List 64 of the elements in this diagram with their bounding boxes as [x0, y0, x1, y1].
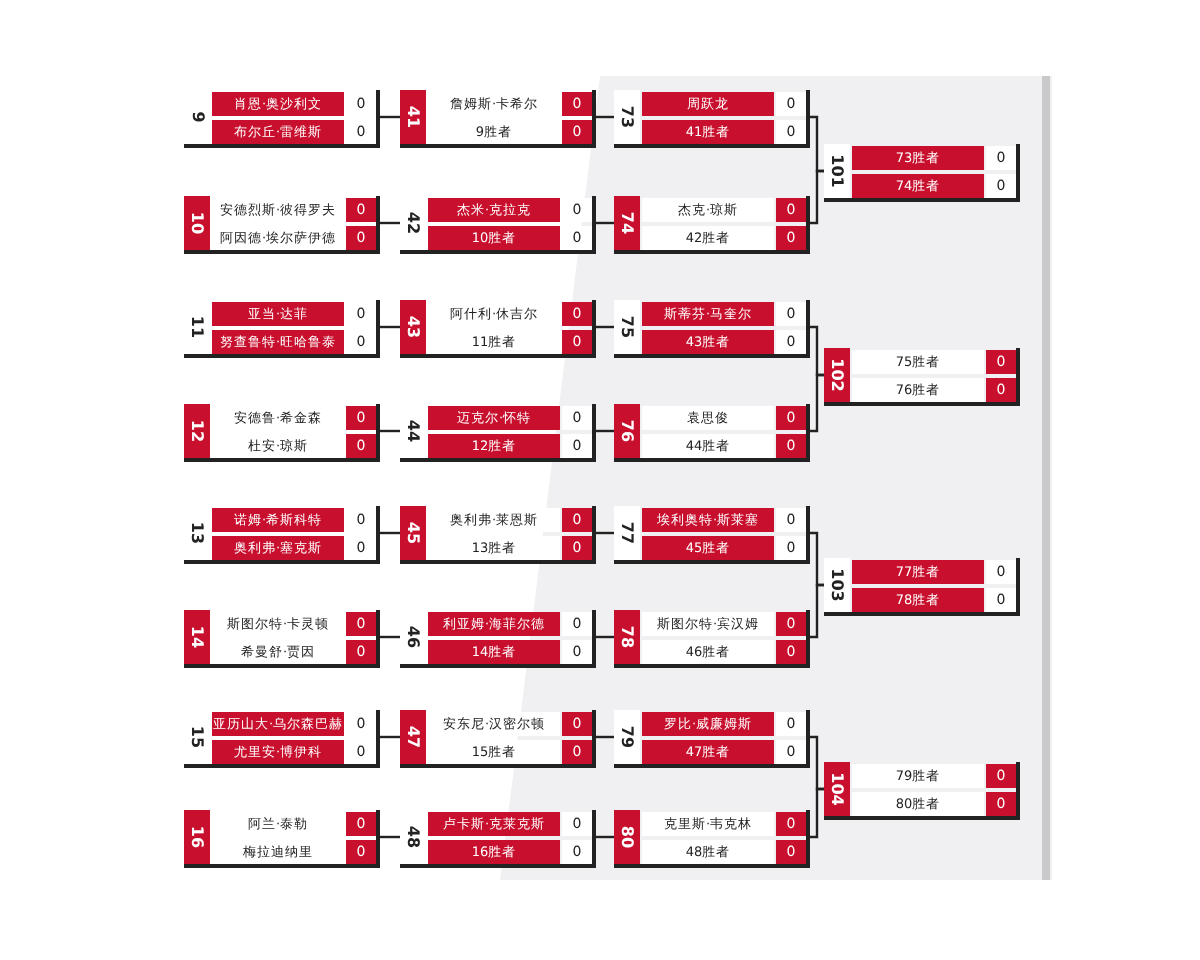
connector-line — [810, 583, 824, 639]
match-card — [614, 404, 810, 462]
match-number: 74 — [614, 196, 640, 250]
match-card — [184, 710, 380, 768]
match-number: 45 — [400, 506, 426, 560]
match-card — [400, 506, 596, 564]
match-card — [614, 610, 810, 668]
match-card — [400, 404, 596, 462]
connector-line — [380, 635, 400, 639]
match-number: 41 — [400, 90, 426, 144]
match-number: 79 — [614, 710, 640, 764]
match-number: 104 — [824, 762, 850, 816]
match-card — [184, 810, 380, 868]
connector-line — [810, 169, 824, 225]
connector-line — [810, 325, 824, 377]
match-number: 10 — [184, 196, 210, 250]
connector-line — [380, 115, 400, 119]
connector-line — [380, 531, 400, 535]
match-card — [184, 404, 380, 462]
connector-line — [810, 787, 824, 839]
match-card — [614, 300, 810, 358]
match-number: 101 — [824, 144, 850, 198]
match-number: 80 — [614, 810, 640, 864]
match-card — [400, 90, 596, 148]
match-number: 76 — [614, 404, 640, 458]
match-number: 14 — [184, 610, 210, 664]
match-number: 77 — [614, 506, 640, 560]
match-card — [400, 610, 596, 668]
match-number: 47 — [400, 710, 426, 764]
match-card — [400, 710, 596, 768]
connector-line — [380, 221, 400, 225]
match-number: 75 — [614, 300, 640, 354]
match-number: 12 — [184, 404, 210, 458]
match-number: 43 — [400, 300, 426, 354]
connector-line — [810, 531, 824, 587]
match-card — [184, 506, 380, 564]
match-card — [614, 710, 810, 768]
match-card — [400, 810, 596, 868]
match-card — [184, 90, 380, 148]
connector-line — [380, 835, 400, 839]
match-card — [824, 762, 1020, 820]
match-card — [184, 610, 380, 668]
match-number: 73 — [614, 90, 640, 144]
connector-line — [380, 325, 400, 329]
connector-line — [380, 735, 400, 739]
match-card — [824, 144, 1020, 202]
match-number: 102 — [824, 348, 850, 402]
connector-line — [810, 735, 824, 791]
match-card — [614, 196, 810, 254]
connector-line — [810, 373, 824, 433]
match-card — [184, 196, 380, 254]
match-card — [400, 300, 596, 358]
match-card — [824, 348, 1020, 406]
match-card — [824, 558, 1020, 616]
match-card — [614, 506, 810, 564]
match-number: 16 — [184, 810, 210, 864]
match-card — [614, 810, 810, 868]
connector-line — [810, 115, 824, 173]
match-card — [614, 90, 810, 148]
match-card — [400, 196, 596, 254]
connector-line — [380, 429, 400, 433]
match-card — [184, 300, 380, 358]
match-number: 78 — [614, 610, 640, 664]
match-number: 103 — [824, 558, 850, 612]
